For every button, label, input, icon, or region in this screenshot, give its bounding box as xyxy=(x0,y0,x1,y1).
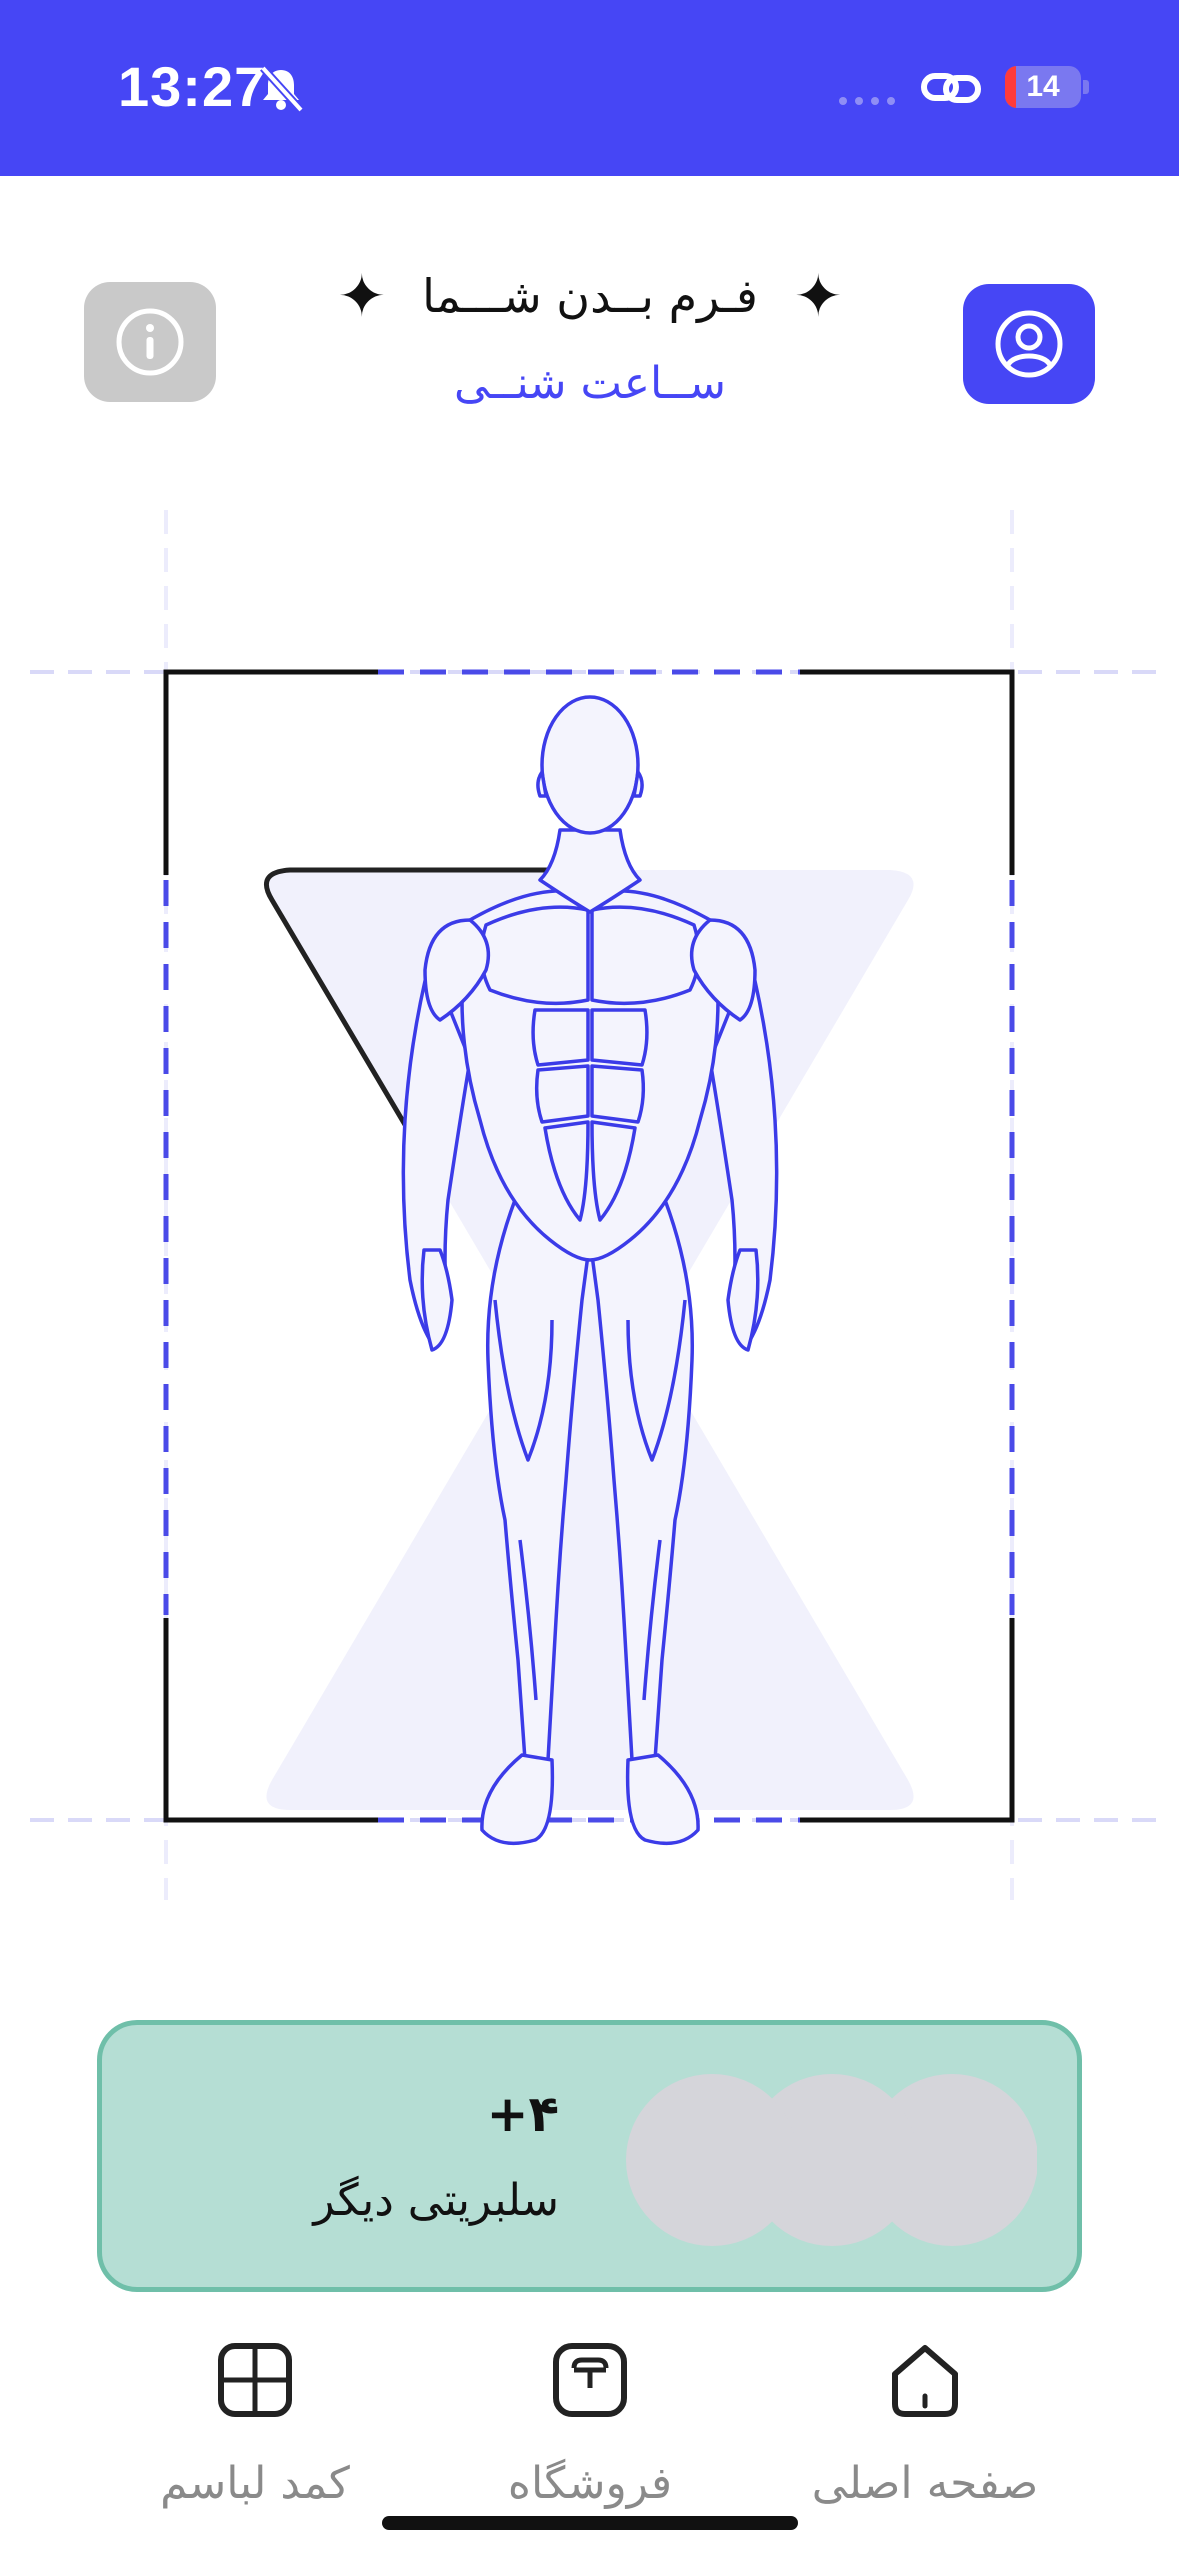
profile-button[interactable] xyxy=(963,284,1095,404)
celebrity-card[interactable]: +۴ سلبریتی دیگر xyxy=(97,2020,1082,2292)
tab-wardrobe[interactable]: کمد لباسم xyxy=(105,2330,405,2530)
tab-label: فروشگاه xyxy=(507,2458,673,2509)
sparkle-icon: ✦ xyxy=(793,262,843,330)
body-shape-illustration xyxy=(30,510,1165,1900)
user-circle-icon xyxy=(995,310,1063,378)
home-indicator xyxy=(382,2516,798,2530)
battery-level-text: 14 xyxy=(1026,70,1060,103)
frame-dashed-sides xyxy=(163,669,1015,1823)
tab-shop[interactable]: فروشگاه xyxy=(440,2330,740,2530)
status-bar: 13:27 14 xyxy=(0,0,1179,176)
battery-nub xyxy=(1083,80,1089,94)
info-button[interactable] xyxy=(84,282,216,402)
status-time: 13:27 xyxy=(118,55,267,118)
celebrity-avatar xyxy=(746,2074,918,2246)
sparkle-icon: ✦ xyxy=(337,262,387,330)
tab-label: کمد لباسم xyxy=(160,2458,350,2509)
celebrity-label: سلبریتی دیگر xyxy=(313,2175,559,2226)
celebrity-avatar xyxy=(866,2074,1037,2246)
tab-bar: کمد لباسم فروشگاه صفحه اصلی xyxy=(0,2330,1179,2556)
battery-indicator: 14 xyxy=(1005,66,1081,108)
battery-level-fill xyxy=(1005,66,1016,108)
celebrity-avatar xyxy=(626,2074,798,2246)
page-subtitle: ســاعت شنــی xyxy=(453,358,727,409)
link-icon xyxy=(921,73,981,103)
bell-slash-icon xyxy=(260,65,304,113)
tab-home[interactable]: صفحه اصلی xyxy=(775,2330,1075,2530)
celebrity-avatar-group xyxy=(626,2074,1037,2246)
info-circle-icon xyxy=(116,308,184,376)
tab-label: صفحه اصلی xyxy=(811,2458,1039,2509)
shop-icon xyxy=(553,2343,627,2417)
frame-corners xyxy=(163,669,1015,1823)
muscle-body-icon xyxy=(401,695,779,1846)
home-icon xyxy=(892,2345,958,2417)
title-row: ✦ فـرم بــدن شـــما ✦ xyxy=(300,256,880,336)
page-title: فـرم بــدن شـــما xyxy=(422,269,758,323)
signal-dots-icon xyxy=(839,97,895,105)
wardrobe-icon xyxy=(218,2343,292,2417)
celebrity-count: +۴ xyxy=(486,2085,559,2143)
